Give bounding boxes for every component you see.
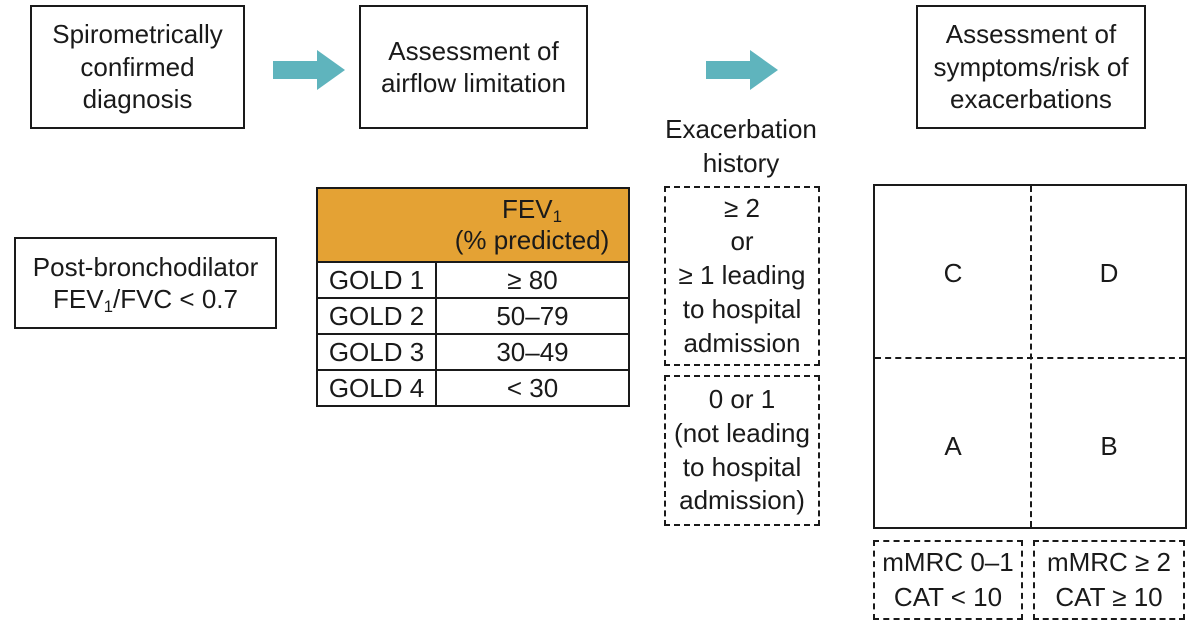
exacerbation-high-line: ≥ 2 xyxy=(724,192,760,223)
cat-high-text: CAT ≥ 10 xyxy=(1055,582,1163,612)
mmrc-high-text: mMRC ≥ 2 xyxy=(1046,546,1172,577)
symptoms-assessment-box: Assessment of symptoms/risk of exacerbat… xyxy=(916,5,1146,129)
group-d-label: D xyxy=(1099,258,1119,288)
diagnosis-line-1: Spirometrically xyxy=(52,19,223,50)
symptoms-line-2: symptoms/risk of xyxy=(933,51,1129,82)
table-row: GOLD 3 30–49 xyxy=(316,333,630,371)
symptom-scale-high-box: mMRC ≥ 2 CAT ≥ 10 xyxy=(1033,540,1185,620)
arrow-right-icon xyxy=(706,50,778,90)
table-row: GOLD 1 ≥ 80 xyxy=(316,261,630,299)
table-header-blank xyxy=(316,187,436,263)
fev-subscript: 1 xyxy=(103,297,113,317)
airflow-assessment-box: Assessment of airflow limitation xyxy=(359,5,588,129)
table-header-fev1: FEV1 (% predicted) xyxy=(436,187,630,263)
post-bronchodilator-box: Post-bronchodilator FEV1/FVC < 0.7 xyxy=(14,237,277,329)
exacerbation-history-label: Exacerbation history xyxy=(650,113,832,181)
group-a-label: A xyxy=(944,431,962,461)
exacerbation-low-box: 0 or 1 (not leading to hospital admissio… xyxy=(664,375,820,526)
fev-value-cell: ≥ 80 xyxy=(435,261,630,299)
symptoms-line-3: exacerbations xyxy=(950,84,1112,115)
exacerbation-low-line: 0 or 1 xyxy=(708,383,776,414)
grid-horizontal-divider xyxy=(875,356,1185,359)
diagnosis-line-3: diagnosis xyxy=(82,84,193,115)
exacerbation-high-line: admission xyxy=(683,327,801,358)
fvc-ratio-text: /FVC < 0.7 xyxy=(112,284,238,314)
exacerbation-title-line-2: history xyxy=(702,147,780,178)
gold-grade-cell: GOLD 1 xyxy=(316,261,437,299)
table-header-row: FEV1 (% predicted) xyxy=(316,187,630,263)
post-bronchodilator-line-1: Post-bronchodilator xyxy=(32,251,259,282)
group-b-label: B xyxy=(1100,431,1118,461)
table-row: GOLD 4 < 30 xyxy=(316,369,630,407)
group-c-label: C xyxy=(943,258,963,288)
exacerbation-high-box: ≥ 2 or ≥ 1 leading to hospital admission xyxy=(664,186,820,366)
symptoms-line-1: Assessment of xyxy=(945,19,1117,50)
header-predicted-text: (% predicted) xyxy=(454,225,610,255)
mmrc-low-text: mMRC 0–1 xyxy=(882,546,1014,577)
gold-grade-cell: GOLD 4 xyxy=(316,369,437,407)
exacerbation-low-line: admission) xyxy=(679,485,805,516)
cat-low-text: CAT < 10 xyxy=(893,582,1003,612)
exacerbation-high-line: ≥ 1 leading xyxy=(678,260,806,291)
gold-grade-cell: GOLD 2 xyxy=(316,297,437,335)
post-bronchodilator-line-2: FEV1/FVC < 0.7 xyxy=(53,283,238,316)
fev-value-cell: 50–79 xyxy=(435,297,630,335)
arrow-right-icon xyxy=(273,50,345,90)
exacerbation-title-line-1: Exacerbation xyxy=(665,114,817,144)
symptom-scale-low-box: mMRC 0–1 CAT < 10 xyxy=(873,540,1023,620)
header-fev-text: FEV xyxy=(502,193,553,224)
header-fev-subscript: 1 xyxy=(552,207,562,227)
fev1-gold-table: FEV1 (% predicted) GOLD 1 ≥ 80 GOLD 2 50… xyxy=(316,187,630,407)
diagnosis-line-2: confirmed xyxy=(80,51,195,82)
abcd-group-grid: C D A B xyxy=(873,184,1187,529)
exacerbation-high-line: or xyxy=(730,226,754,257)
gold-grade-cell: GOLD 3 xyxy=(316,333,437,371)
fev-value-cell: < 30 xyxy=(435,369,630,407)
airflow-line-1: Assessment of xyxy=(388,35,559,66)
diagnosis-box: Spirometrically confirmed diagnosis xyxy=(30,5,245,129)
table-row: GOLD 2 50–79 xyxy=(316,297,630,335)
exacerbation-low-line: (not leading xyxy=(674,417,810,448)
airflow-line-2: airflow limitation xyxy=(381,68,566,98)
exacerbation-low-line: to hospital xyxy=(682,451,802,482)
fev-text: FEV xyxy=(53,284,104,314)
exacerbation-high-line: to hospital xyxy=(682,293,802,324)
fev-value-cell: 30–49 xyxy=(435,333,630,371)
